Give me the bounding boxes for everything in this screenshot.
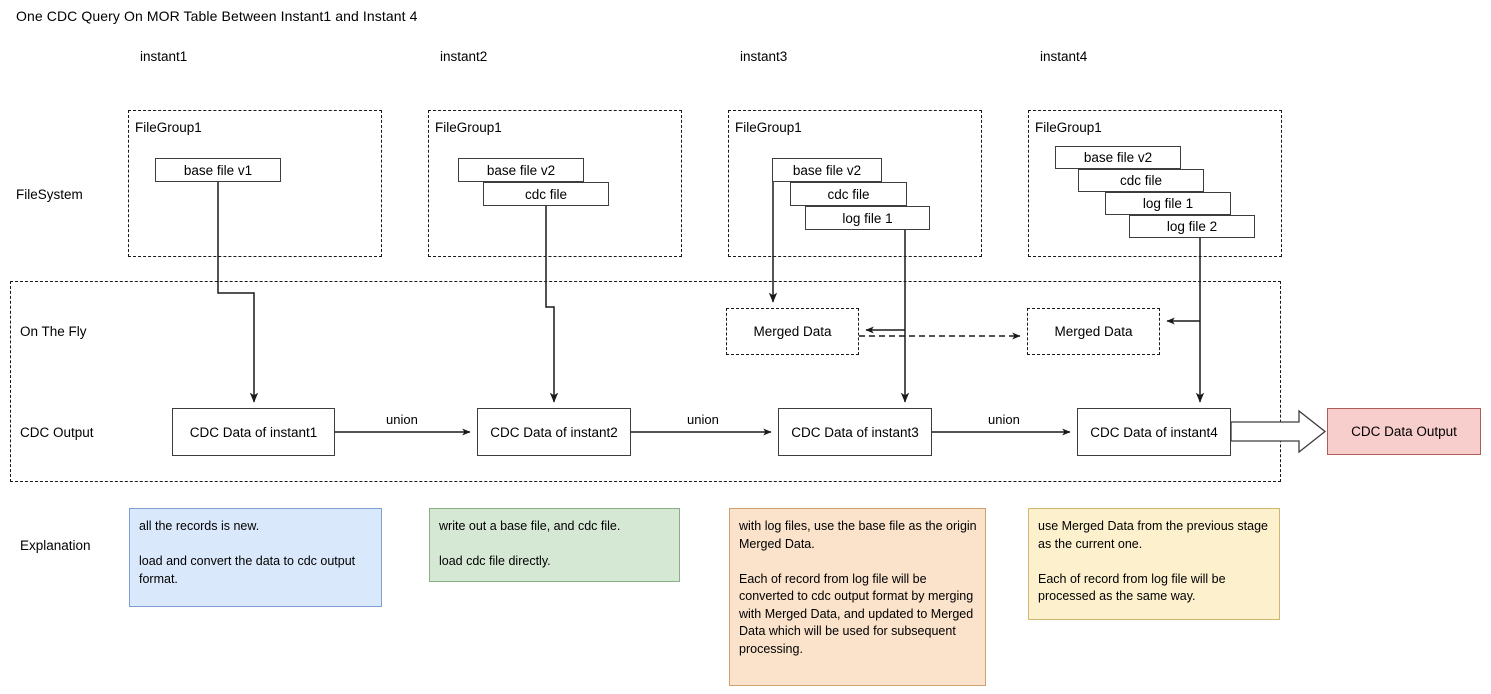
merged-data-instant4[interactable]: Merged Data <box>1027 308 1160 355</box>
column-header-instant2: instant2 <box>440 49 488 64</box>
filegroup-title: FileGroup1 <box>435 120 502 135</box>
union-label-1: union <box>386 412 418 427</box>
file-box-base-file-v1[interactable]: base file v1 <box>155 158 281 182</box>
file-box-log-file-1[interactable]: log file 1 <box>1105 192 1231 215</box>
merged-data-instant3[interactable]: Merged Data <box>726 308 859 355</box>
filegroup-instant4: FileGroup1 <box>1028 110 1282 257</box>
row-label-cdc-output: CDC Output <box>20 425 94 440</box>
filegroup-title: FileGroup1 <box>735 120 802 135</box>
filegroup-title: FileGroup1 <box>135 120 202 135</box>
page-title: One CDC Query On MOR Table Between Insta… <box>16 8 418 24</box>
explanation-instant1: all the records is new. load and convert… <box>129 508 382 607</box>
union-label-2: union <box>687 412 719 427</box>
row-label-on-the-fly: On The Fly <box>20 324 87 339</box>
filegroup-instant1: FileGroup1 <box>128 110 382 257</box>
file-box-log-file-1[interactable]: log file 1 <box>805 206 930 230</box>
cdc-data-instant2[interactable]: CDC Data of instant2 <box>477 408 631 456</box>
file-box-base-file-v2[interactable]: base file v2 <box>1055 146 1181 169</box>
column-header-instant1: instant1 <box>140 49 188 64</box>
file-box-base-file-v2[interactable]: base file v2 <box>458 158 584 182</box>
cdc-data-instant3[interactable]: CDC Data of instant3 <box>778 408 932 456</box>
cdc-data-instant4[interactable]: CDC Data of instant4 <box>1077 408 1231 456</box>
explanation-instant4: use Merged Data from the previous stage … <box>1028 508 1280 620</box>
filegroup-instant2: FileGroup1 <box>428 110 682 257</box>
cdc-data-instant1[interactable]: CDC Data of instant1 <box>172 408 335 456</box>
cdc-data-output[interactable]: CDC Data Output <box>1327 408 1481 455</box>
file-box-log-file-2[interactable]: log file 2 <box>1129 215 1255 238</box>
filegroup-title: FileGroup1 <box>1035 120 1102 135</box>
on-the-fly-cdc-region <box>10 281 1281 482</box>
explanation-instant2: write out a base file, and cdc file. loa… <box>429 508 680 582</box>
column-header-instant3: instant3 <box>740 49 788 64</box>
explanation-instant3: with log files, use the base file as the… <box>729 508 986 686</box>
row-label-explanation: Explanation <box>20 538 91 553</box>
file-box-cdc-file[interactable]: cdc file <box>1078 169 1204 192</box>
file-box-base-file-v2[interactable]: base file v2 <box>772 158 882 182</box>
row-label-filesystem: FileSystem <box>16 187 83 202</box>
filegroup-instant3: FileGroup1 <box>728 110 982 257</box>
union-label-3: union <box>988 412 1020 427</box>
file-box-cdc-file[interactable]: cdc file <box>790 182 907 206</box>
column-header-instant4: instant4 <box>1040 49 1088 64</box>
file-box-cdc-file[interactable]: cdc file <box>483 182 609 206</box>
